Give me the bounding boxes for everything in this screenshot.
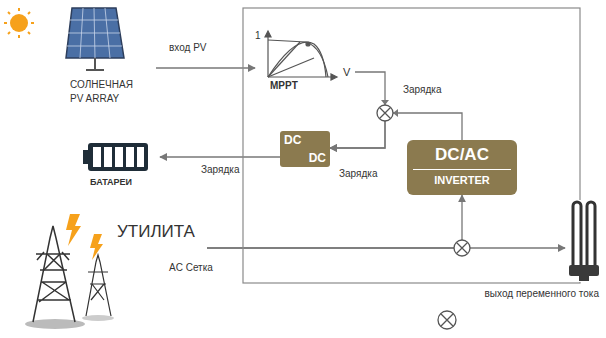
solar-panel-text: СОЛНЕЧНАЯ PV ARRAY — [70, 78, 140, 106]
utility-grid-text: УТИЛИТА — [117, 222, 195, 242]
sun-icon — [4, 22, 7, 24]
mixer-symbol — [377, 105, 393, 121]
lamp-icon — [573, 202, 595, 266]
arrow-head — [393, 109, 398, 117]
flow-arrow — [160, 156, 280, 157]
lamp-icon — [579, 276, 589, 281]
dc-dc-converter: DC DC — [280, 131, 330, 167]
lamp-icon — [569, 265, 599, 276]
solar-panel-icon — [94, 8, 95, 58]
mppt-graph — [265, 31, 271, 37]
inverter-box: DC/AC INVERTER — [407, 140, 517, 195]
edge-label: Зарядка — [200, 164, 240, 176]
flow-arrow — [330, 72, 385, 148]
mixer-symbol — [438, 311, 456, 329]
mppt-chart-text: MPPT — [270, 80, 298, 92]
arrow-head — [381, 100, 389, 105]
lamp-icon — [566, 200, 600, 282]
dc-dc-converter-text: DC — [309, 151, 326, 165]
power-tower-icon — [88, 272, 108, 300]
mppt-graph — [265, 31, 337, 80]
flow-arrow — [207, 195, 462, 248]
mppt-graph — [268, 42, 300, 77]
edge-label: вход PV — [168, 42, 208, 54]
mppt-graph — [268, 58, 314, 77]
inverter-divider — [413, 169, 511, 170]
mixer-symbol — [454, 240, 470, 256]
mppt-chart-text: 1 — [255, 30, 261, 42]
lamp-icon — [566, 200, 600, 282]
edge-label: AC Сетка — [168, 262, 214, 274]
solar-panel-icon — [68, 33, 120, 34]
power-tower-icon — [82, 315, 114, 321]
battery-icon — [93, 147, 144, 167]
mppt-graph — [268, 42, 326, 77]
power-tower-icon — [86, 255, 111, 316]
inverter-box-text: DC/AC — [407, 145, 517, 165]
flow-label: Зарядка — [402, 84, 442, 96]
sun-icon — [18, 35, 20, 38]
sun-icon — [10, 14, 28, 32]
solar-panel: СОЛНЕЧНАЯ PV ARRAY — [58, 6, 156, 108]
solar-panel-icon — [66, 8, 124, 70]
mppt-graph — [268, 40, 328, 77]
mppt-graph — [268, 76, 334, 77]
battery: БАТАРЕИ — [80, 140, 160, 192]
flow-label: Зарядка — [338, 168, 378, 180]
sun-icon — [4, 8, 34, 38]
battery-text: БАТАРЕИ — [90, 177, 132, 188]
battery-icon — [104, 147, 112, 167]
lightning-icon — [66, 214, 81, 246]
battery-icon — [137, 147, 144, 167]
power-tower-icon — [37, 254, 71, 302]
inverter-box-text: INVERTER — [407, 174, 517, 187]
mixer-symbol — [380, 108, 391, 119]
battery-icon — [126, 147, 134, 167]
solar-panel-icon — [80, 8, 83, 58]
flow-arrow — [156, 67, 255, 68]
sun-icon — [8, 32, 10, 34]
mppt-chart: 1MPPT V — [255, 30, 355, 96]
battery-icon — [115, 147, 123, 167]
battery-icon — [88, 143, 148, 171]
power-tower-icon — [33, 226, 75, 322]
mixer-symbol — [457, 243, 468, 254]
sun-icon — [8, 12, 10, 14]
solar-panel-icon — [94, 58, 96, 70]
solar-panel-icon — [86, 69, 104, 71]
battery-icon — [83, 143, 148, 171]
mppt-chart-text: V — [343, 66, 350, 79]
sun-icon — [28, 12, 30, 14]
ac-load-lamp-text: выход переменного тока — [485, 288, 599, 300]
sun-icon — [28, 32, 30, 34]
battery-icon — [93, 147, 101, 167]
solar-panel-icon — [66, 8, 124, 58]
mixer-symbol — [377, 105, 470, 329]
lightning-icon — [66, 214, 103, 260]
sun-icon — [18, 8, 20, 11]
lightning-icon — [90, 234, 103, 260]
system-frame — [243, 8, 580, 283]
ac-load-lamp: выход переменного тока — [565, 196, 599, 278]
sun-icon — [31, 22, 34, 24]
solar-panel-icon — [105, 8, 110, 58]
dc-dc-converter-text: DC — [284, 133, 301, 147]
mixer-symbol — [441, 314, 453, 326]
mppt-graph — [331, 74, 337, 80]
mppt-graph — [306, 42, 310, 46]
sun-icon — [4, 8, 34, 38]
solar-panel-icon — [67, 8, 122, 58]
